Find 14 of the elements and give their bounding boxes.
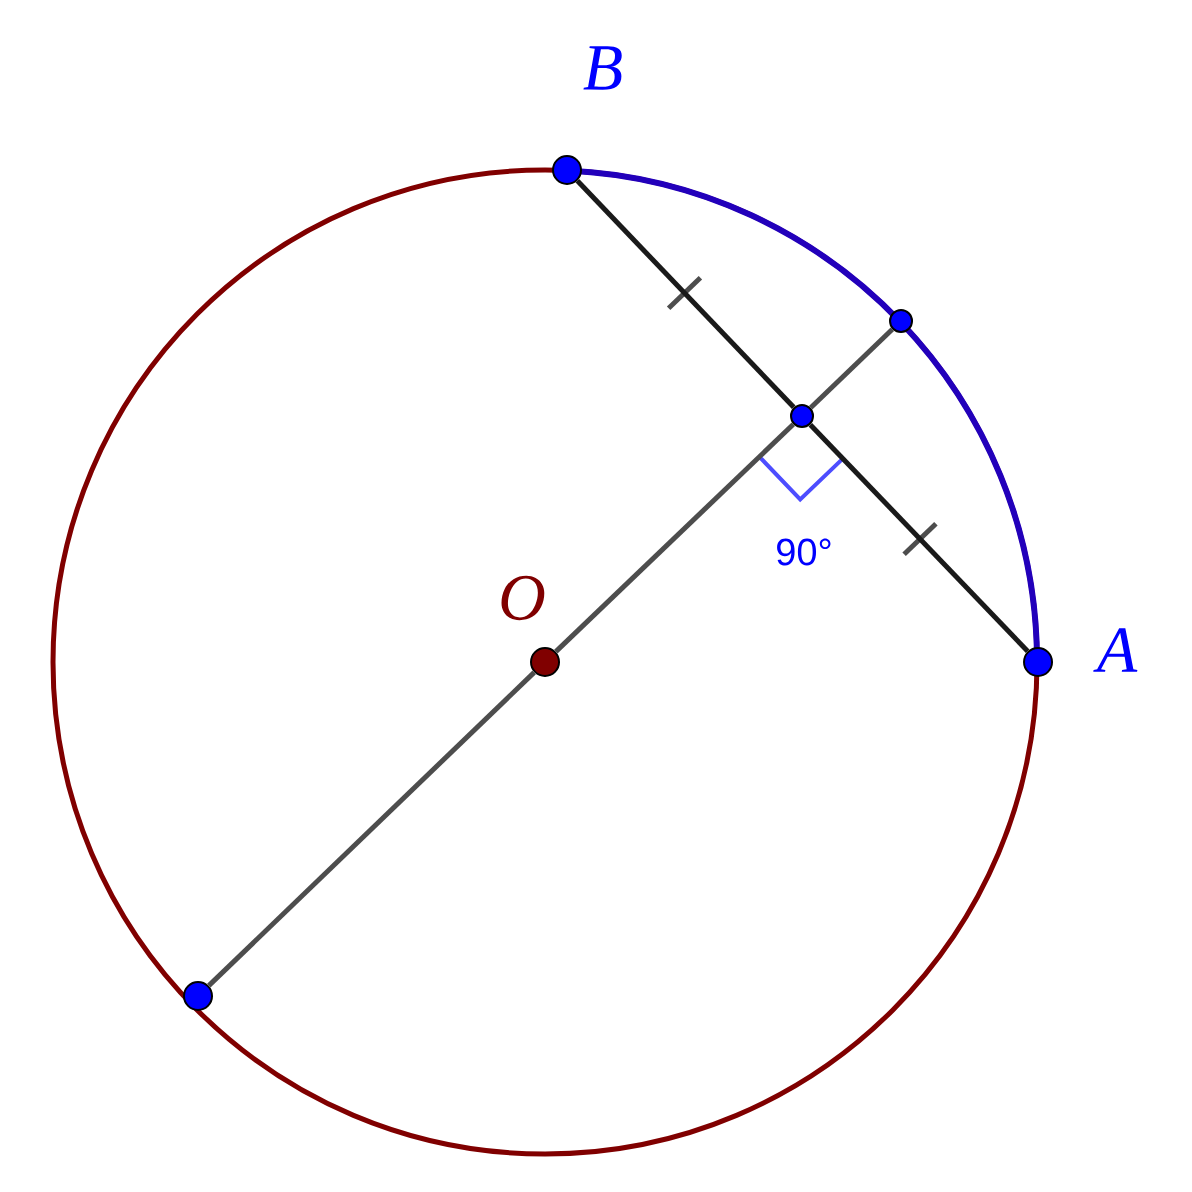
line-segment — [808, 327, 895, 410]
point — [552, 155, 582, 185]
line-segment — [575, 179, 796, 410]
point-label: B — [583, 46, 622, 90]
point — [1023, 647, 1053, 677]
point — [183, 981, 213, 1011]
line-segment — [808, 422, 1030, 653]
line-segment — [554, 422, 796, 654]
point-label: O — [501, 575, 545, 621]
point-label: A — [1093, 628, 1138, 672]
angle-label: 90° — [777, 538, 831, 566]
point — [889, 309, 913, 333]
line-segment — [207, 670, 536, 988]
point — [530, 647, 560, 677]
